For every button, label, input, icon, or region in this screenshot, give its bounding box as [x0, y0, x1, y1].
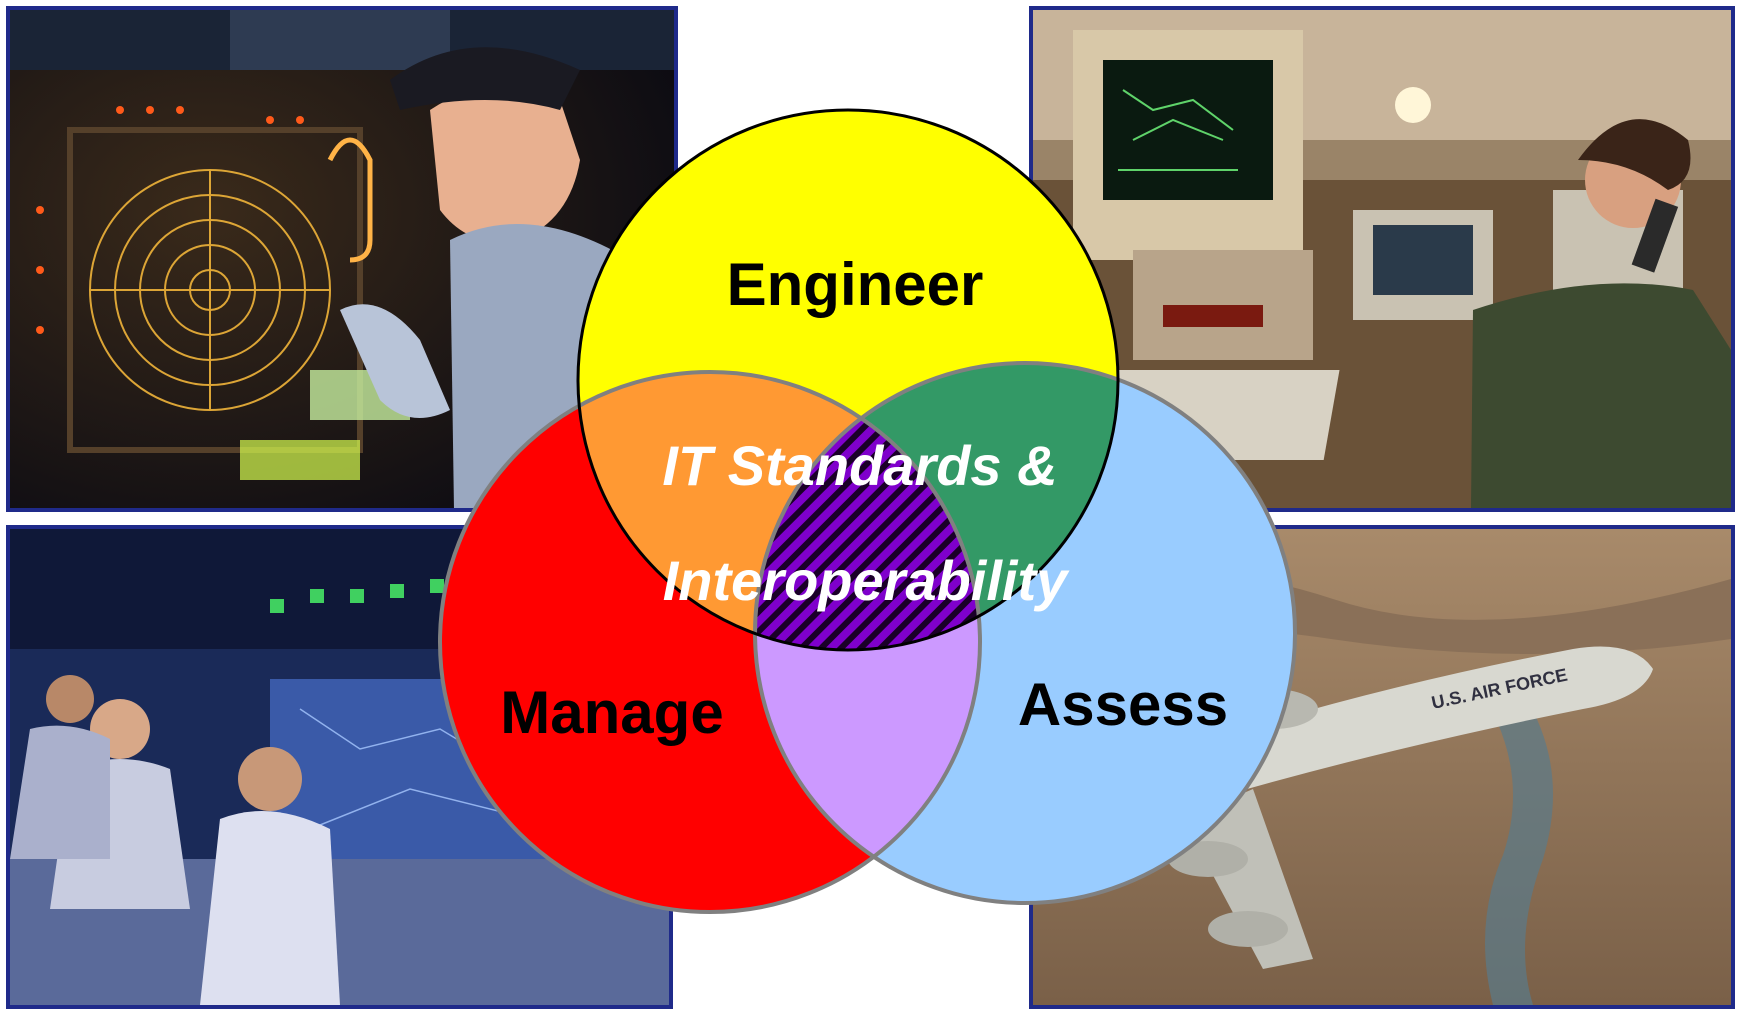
manage-circle-outline [438, 370, 982, 914]
center-overlap-hatched [755, 372, 980, 650]
engineer-circle-outline [576, 108, 1120, 652]
center-text-line2: Interoperability [663, 549, 1070, 612]
assess-label: Assess [1018, 671, 1228, 738]
phone-operator-image [1033, 10, 1731, 508]
photo-phone-operator [1029, 6, 1735, 512]
manage-label: Manage [500, 679, 723, 746]
engineer-label: Engineer [727, 251, 984, 318]
center-text-line1: IT Standards & [662, 434, 1057, 497]
